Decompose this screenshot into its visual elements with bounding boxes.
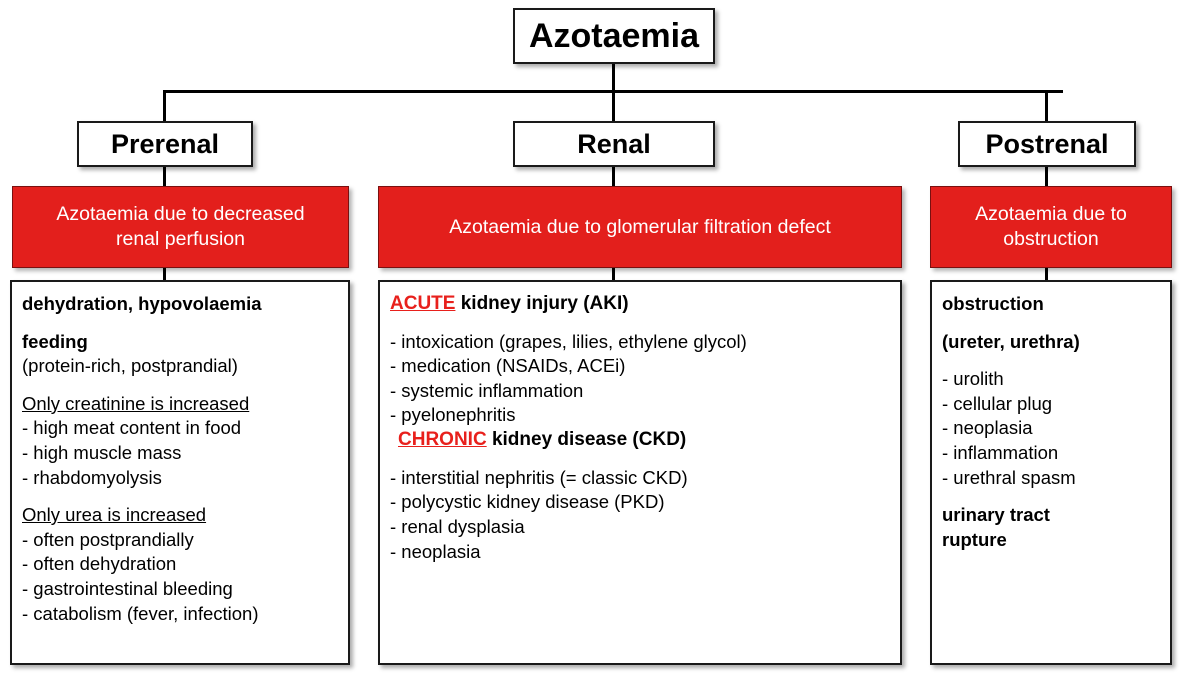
content-heading: ACUTE kidney injury (AKI) bbox=[380, 292, 900, 317]
root-node-azotaemia: Azotaemia bbox=[513, 8, 715, 64]
content-line: - polycystic kidney disease (PKD) bbox=[390, 491, 665, 513]
connector-to-prerenal bbox=[163, 90, 166, 123]
content-line: - neoplasia bbox=[942, 417, 1033, 439]
content-line: Only creatinine is increased bbox=[22, 392, 250, 414]
connector-prerenal-to-bar bbox=[163, 165, 166, 189]
content-panel-prerenal: dehydration, hypovolaemia feeding (protein… bbox=[10, 280, 350, 665]
content-line: - cellular plug bbox=[942, 392, 1053, 414]
content-line: - neoplasia bbox=[390, 540, 481, 562]
content-line: - pyelonephritis bbox=[390, 404, 516, 426]
content-line: - often dehydration bbox=[22, 553, 177, 575]
content-line: - urethral spasm bbox=[942, 466, 1076, 488]
category-node-postrenal: Postrenal bbox=[958, 121, 1136, 167]
content-line: - often postprandially bbox=[22, 528, 194, 550]
connector-to-renal bbox=[612, 90, 615, 123]
content-line: - intoxication (grapes, lilies, ethylene… bbox=[390, 330, 747, 352]
content-line: - interstitial nephritis (= classic CKD) bbox=[390, 466, 688, 488]
content-line: - renal dysplasia bbox=[390, 515, 525, 537]
category-label-prerenal: Prerenal bbox=[110, 128, 220, 159]
content-line: urinary tract bbox=[942, 504, 1050, 526]
content-line: (ureter, urethra) bbox=[942, 330, 1080, 352]
definition-bar-renal: Azotaemia due to glomerular filtration d… bbox=[378, 186, 902, 268]
content-line: dehydration, hypovolaemia bbox=[22, 293, 262, 314]
connector-root-down bbox=[612, 62, 615, 92]
content-line: feeding bbox=[22, 330, 88, 352]
content-line: - rhabdomyolysis bbox=[22, 466, 162, 488]
content-line: rupture bbox=[942, 528, 1007, 550]
root-node-label: Azotaemia bbox=[528, 17, 700, 55]
category-node-prerenal: Prerenal bbox=[77, 121, 253, 167]
connector-prerenal-bar-to-content bbox=[163, 266, 166, 282]
content-heading-rest: kidney disease (CKD) bbox=[486, 429, 687, 451]
content-line: - high muscle mass bbox=[22, 441, 182, 463]
content-line: - catabolism (fever, infection) bbox=[22, 602, 259, 624]
content-heading-keyword: ACUTE bbox=[390, 293, 456, 314]
definition-text-renal: Azotaemia due to glomerular filtration d… bbox=[449, 215, 831, 238]
content-line: obstruction bbox=[942, 293, 1044, 314]
content-heading-keyword: CHRONIC bbox=[398, 429, 487, 451]
category-node-renal: Renal bbox=[513, 121, 715, 167]
content-line: - high meat content in food bbox=[22, 417, 242, 439]
content-panel-postrenal: obstruction (ureter, urethra) - urolith- c… bbox=[930, 280, 1172, 665]
content-line: - medication (NSAIDs, ACEi) bbox=[390, 355, 626, 377]
connector-postrenal-to-bar bbox=[1045, 165, 1048, 189]
connector-to-postrenal bbox=[1045, 90, 1048, 123]
content-line: - gastrointestinal bleeding bbox=[22, 577, 233, 599]
content-line: Only urea is increased bbox=[22, 504, 207, 526]
category-label-renal: Renal bbox=[577, 128, 651, 159]
connector-renal-to-bar bbox=[612, 165, 615, 189]
connector-postrenal-bar-to-content bbox=[1045, 266, 1048, 282]
content-line: (protein-rich, postprandial) bbox=[22, 355, 238, 377]
content-line: - systemic inflammation bbox=[390, 379, 584, 401]
content-line: - inflammation bbox=[942, 441, 1059, 463]
content-heading-rest: kidney injury (AKI) bbox=[455, 293, 629, 314]
category-label-postrenal: Postrenal bbox=[985, 128, 1109, 159]
content-panel-renal: ACUTE kidney injury (AKI) - intoxication … bbox=[378, 280, 902, 665]
content-heading: CHRONIC kidney disease (CKD) bbox=[380, 428, 900, 453]
content-line: - urolith bbox=[942, 368, 1004, 390]
connector-renal-bar-to-content bbox=[612, 266, 615, 282]
